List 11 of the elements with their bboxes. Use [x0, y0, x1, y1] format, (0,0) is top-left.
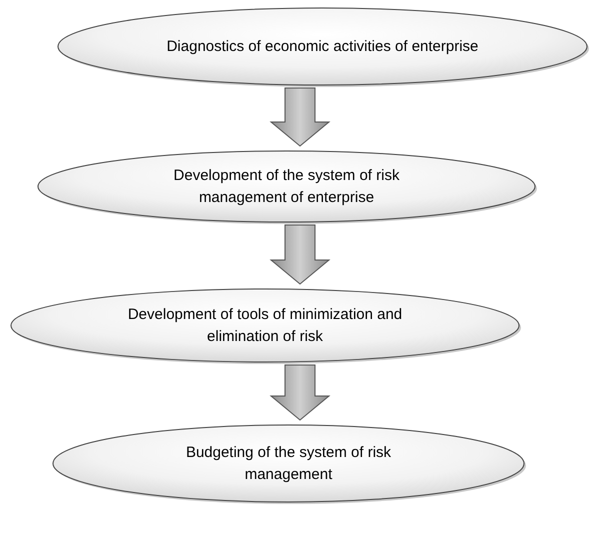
- process-ellipse: [35, 148, 538, 225]
- node-text: Development of the system of risk management of enterprise: [172, 166, 400, 208]
- node-text: Development of tools of minimization and elimination of risk: [126, 304, 404, 346]
- process-ellipse: [55, 5, 590, 88]
- process-ellipse: [50, 422, 527, 505]
- block-arrow: [270, 224, 330, 285]
- block-arrow: [270, 364, 330, 421]
- node-text: Diagnostics of economic activities of enterprise: [166, 36, 478, 56]
- process-ellipse: [8, 286, 522, 365]
- block-arrow: [270, 88, 330, 147]
- node-text: Budgeting of the system of risk management: [184, 442, 392, 484]
